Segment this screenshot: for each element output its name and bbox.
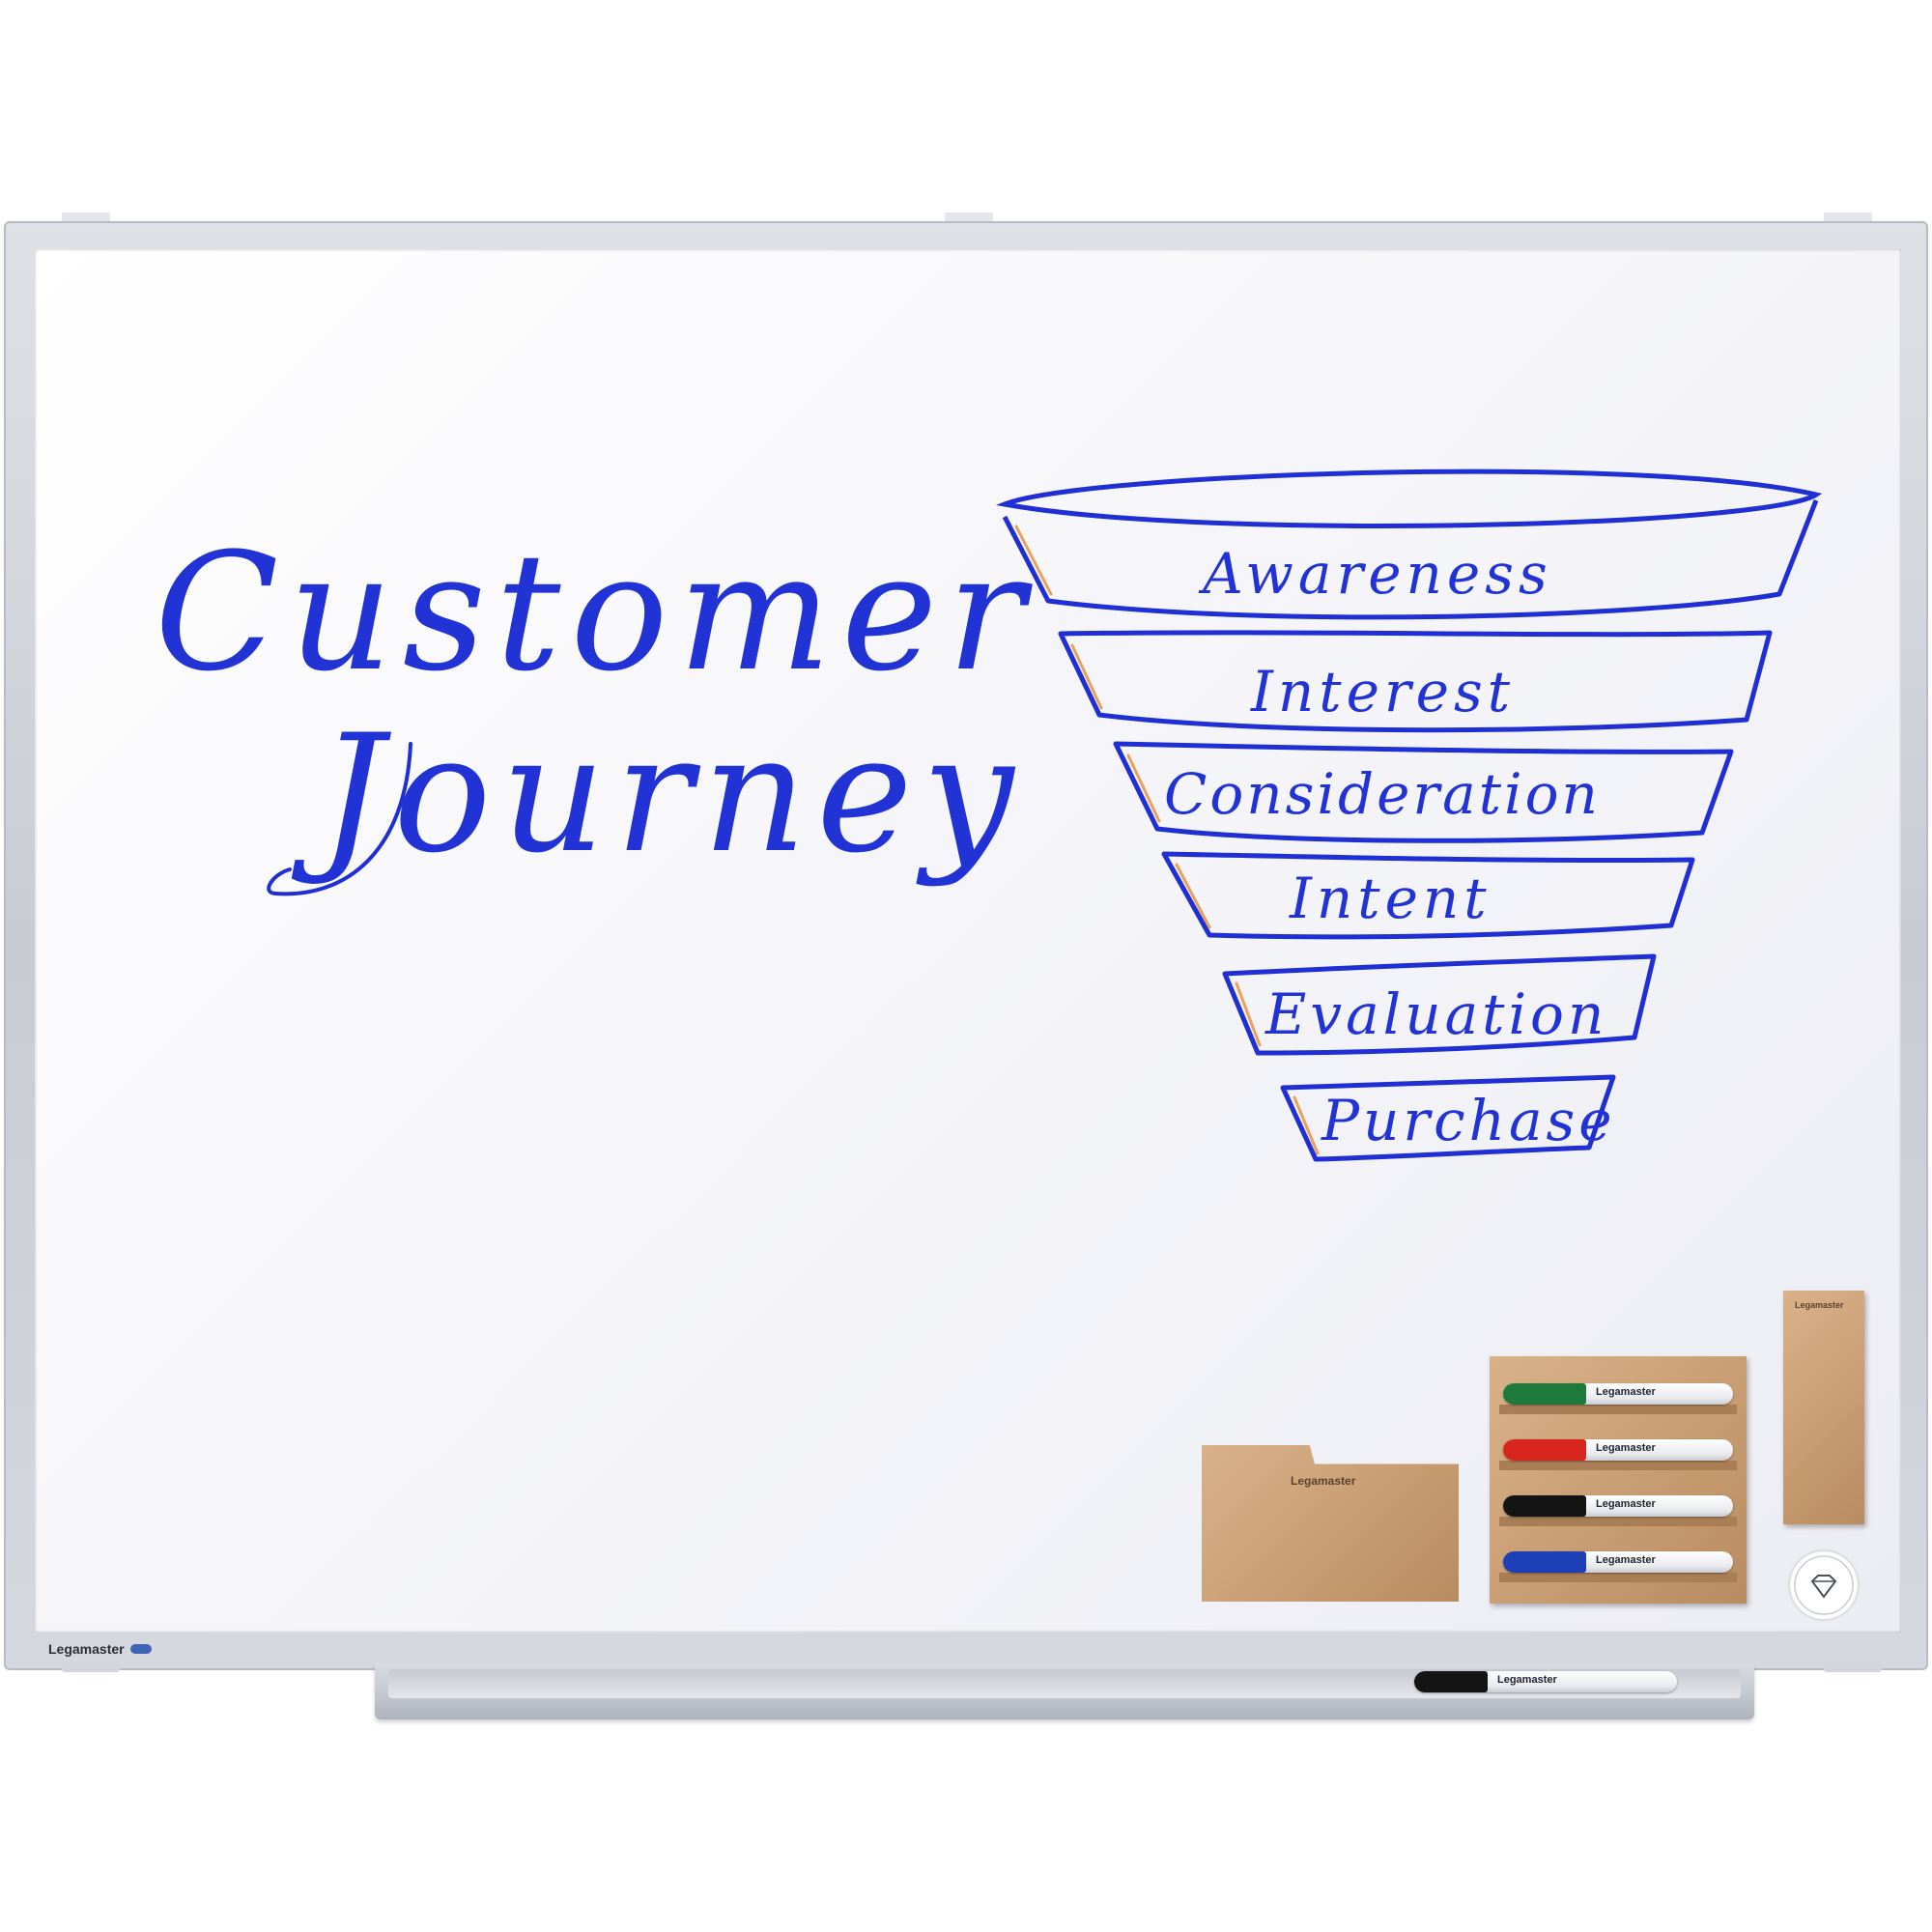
quality-seal-icon <box>1790 1551 1858 1619</box>
funnel-highlights <box>1014 525 1320 1155</box>
funnel-label-interest: Interest <box>1250 659 1515 724</box>
holder-shelf <box>1499 1405 1737 1414</box>
holder-shelf <box>1499 1461 1737 1470</box>
funnel-label-awareness: Awareness <box>1198 541 1552 607</box>
marker-brand: Legamaster <box>1596 1554 1656 1566</box>
funnel-band-4 <box>1161 851 1695 940</box>
funnel-band-5 <box>1222 953 1657 1056</box>
marker-brand: Legamaster <box>1596 1442 1656 1454</box>
eraser-brand-label: Legamaster <box>1291 1474 1356 1488</box>
marker-cap <box>1503 1439 1586 1461</box>
frame-brand-text: Legamaster <box>48 1641 125 1657</box>
marker-red[interactable]: Legamaster <box>1503 1439 1733 1461</box>
marker-brand: Legamaster <box>1497 1674 1557 1686</box>
brand-logo-icon <box>129 1644 152 1654</box>
funnel-rim <box>995 469 1823 528</box>
holder-shelf <box>1499 1517 1737 1526</box>
marker-cap <box>1503 1551 1586 1573</box>
marker-green[interactable]: Legamaster <box>1503 1383 1733 1405</box>
vertical-eraser[interactable]: Legamaster <box>1783 1291 1864 1524</box>
title-journey: Journey <box>291 699 1024 889</box>
funnel-label-purchase: Purchase <box>1321 1088 1616 1153</box>
marker-holder: Legamaster Legamaster Legamaster Legamas… <box>1490 1356 1747 1604</box>
funnel-band-2 <box>1058 630 1773 733</box>
frame-brand: Legamaster <box>48 1637 152 1661</box>
funnel-label-intent: Intent <box>1289 866 1492 931</box>
journey-flourish <box>267 742 412 896</box>
holder-shelf <box>1499 1573 1737 1582</box>
funnel-label-evaluation: Evaluation <box>1264 981 1607 1047</box>
vertical-eraser-brand: Legamaster <box>1795 1300 1844 1310</box>
marker-cap <box>1503 1383 1586 1405</box>
funnel-band-1 <box>1002 499 1819 620</box>
marker-blue[interactable]: Legamaster <box>1503 1551 1733 1573</box>
marker-cap <box>1414 1671 1488 1692</box>
marker-brand: Legamaster <box>1596 1386 1656 1398</box>
title-customer: Customer <box>155 518 1035 707</box>
frame-foot-right <box>1824 1661 1882 1672</box>
frame-foot-left <box>62 1661 120 1672</box>
marker-cap <box>1503 1495 1586 1517</box>
whiteboard-eraser[interactable]: Legamaster <box>1202 1445 1459 1602</box>
marker-tray[interactable]: Legamaster <box>375 1663 1754 1719</box>
funnel-band-6 <box>1280 1074 1616 1162</box>
tray-marker-black[interactable]: Legamaster <box>1414 1671 1677 1692</box>
funnel-label-consideration: Consideration <box>1164 761 1601 827</box>
funnel-band-3 <box>1113 741 1734 843</box>
marker-brand: Legamaster <box>1596 1498 1656 1510</box>
marker-black[interactable]: Legamaster <box>1503 1495 1733 1517</box>
